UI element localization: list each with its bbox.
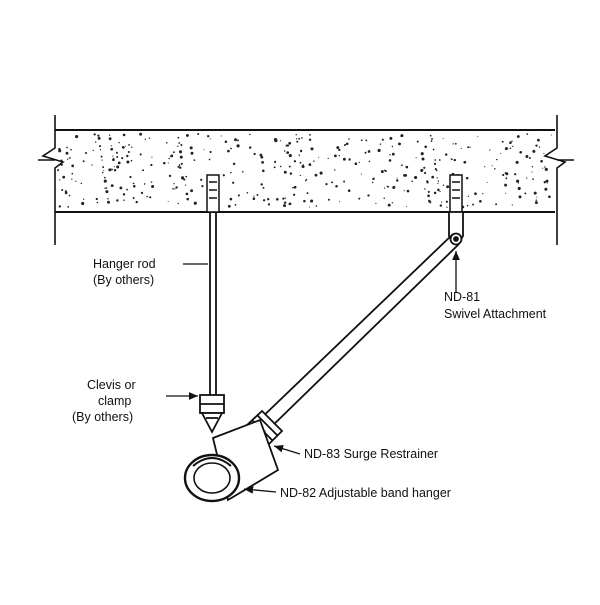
surge-leader [273,444,301,455]
swivel-attachment [448,211,464,246]
concrete-texture [57,132,552,209]
surge-restrainer-label: ND-83 Surge Restrainer [304,447,438,461]
surge-brace [255,233,460,433]
svg-text:Clevis or: Clevis or [87,378,136,392]
swivel-anchor-insert [449,174,463,213]
leader-lines [166,251,460,494]
svg-text:(By others): (By others) [93,273,154,287]
svg-text:Hanger rod: Hanger rod [93,257,156,271]
swivel-label: ND-81 Swivel Attachment [444,290,547,321]
left-break-line [38,115,65,245]
band-leader [243,485,277,494]
svg-text:ND-82 Adjustable band hanger: ND-82 Adjustable band hanger [280,486,451,500]
svg-text:ND-83 Surge Restrainer: ND-83 Surge Restrainer [304,447,438,461]
hanger-rod [209,212,217,395]
hanger-rod-label: Hanger rod (By others) [93,257,156,287]
svg-text:ND-81: ND-81 [444,290,480,304]
clevis-label: Clevis or clamp (By others) [72,378,136,424]
clevis-clamp [199,394,225,434]
right-break-line [543,115,574,245]
rod-anchor-insert [206,174,220,213]
band-hanger-label: ND-82 Adjustable band hanger [280,486,451,500]
pipe-band-hanger [183,418,280,503]
svg-text:Swivel Attachment: Swivel Attachment [444,307,547,321]
concrete-slab [55,129,555,213]
svg-text:(By others): (By others) [72,410,133,424]
svg-text:clamp: clamp [98,394,131,408]
